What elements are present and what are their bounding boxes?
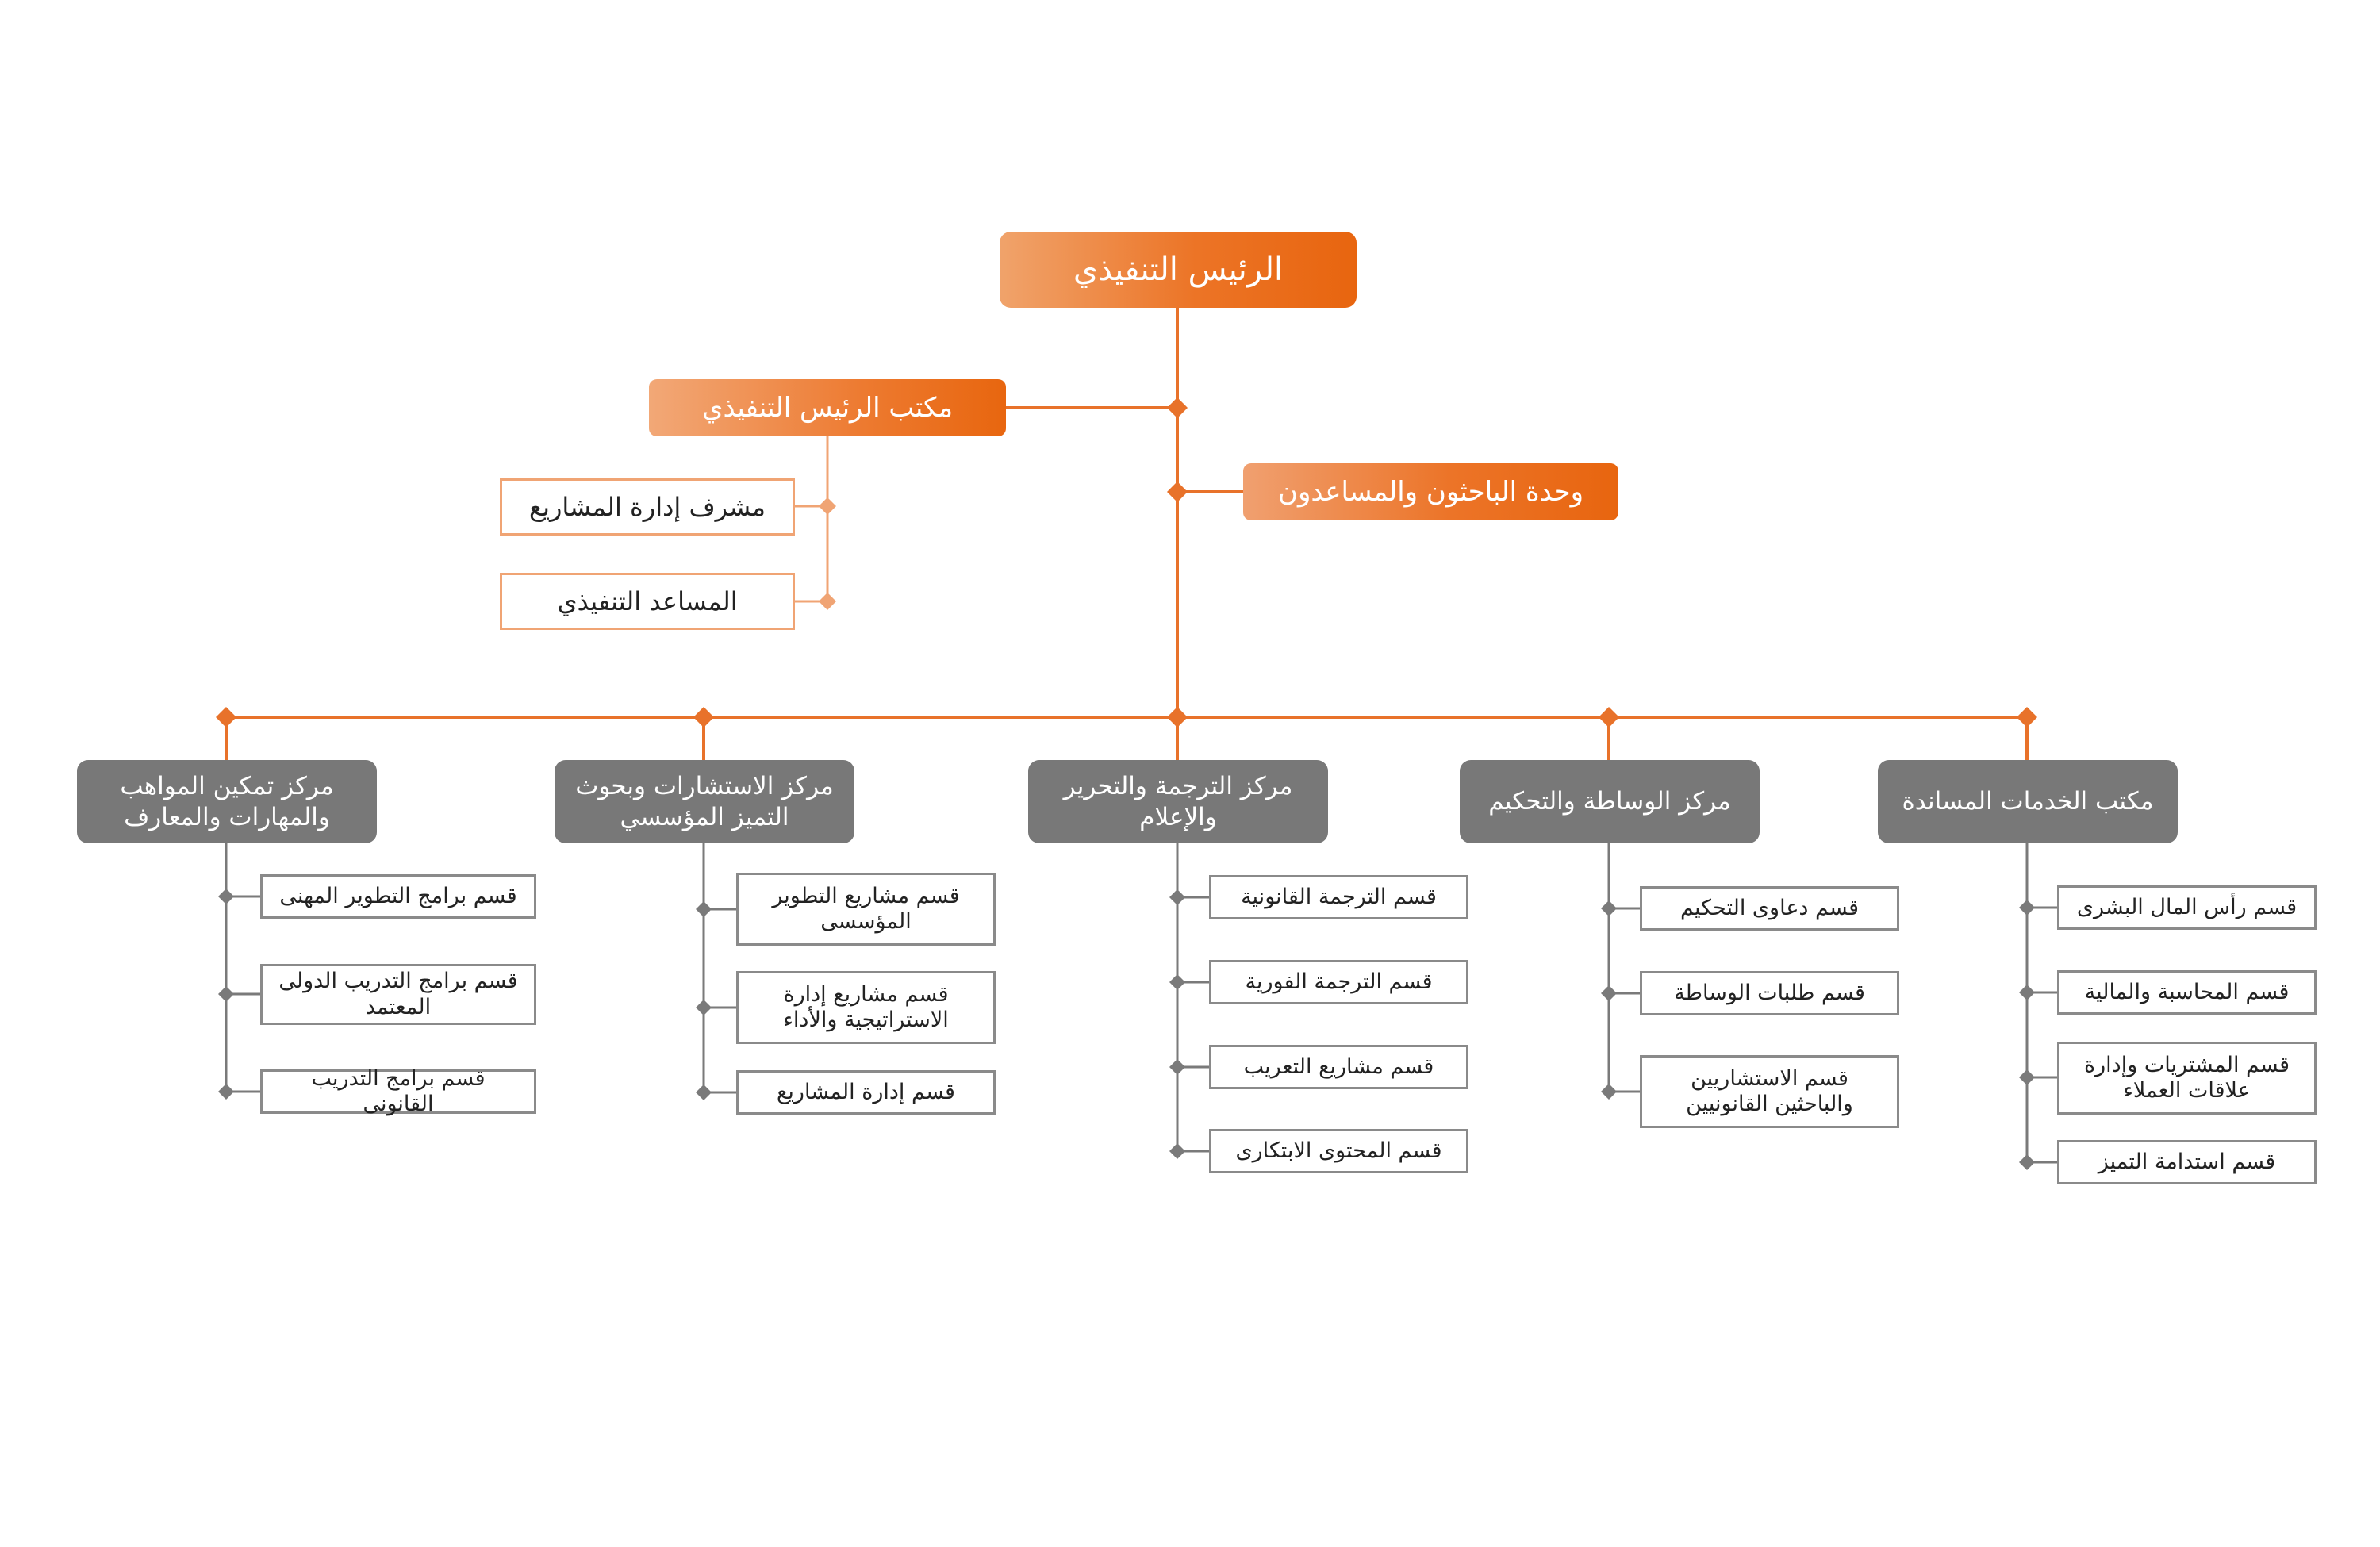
center-box: مركز الوساطة والتحكيم	[1460, 760, 1760, 843]
department-box: قسم برامج التدريب القانونى	[260, 1066, 536, 1116]
researchers-unit-box: وحدة الباحثون والمساعدون	[1243, 463, 1618, 520]
ceo-office-unit-box: المساعد التنفيذي	[500, 573, 795, 630]
center-label: مركز الوساطة والتحكيم	[1488, 787, 1731, 816]
department-box: قسم دعاوى التحكيم	[1640, 886, 1899, 931]
ceo-label: الرئيس التنفيذي	[1073, 251, 1284, 288]
department-label: قسم برامج التدريب القانونى	[311, 1065, 486, 1116]
department-box: قسم مشاريع التطوير المؤسسى	[736, 873, 996, 946]
department-box: قسم مشاريع إدارة الاستراتيجية والأداء	[736, 971, 996, 1044]
department-box: قسم الترجمة القانونية	[1209, 875, 1468, 919]
department-label: قسم الترجمة القانونية	[1241, 884, 1437, 909]
department-box: قسم المشتريات وإدارة علاقات العملاء	[2057, 1042, 2317, 1115]
department-box: قسم الترجمة الفورية	[1209, 960, 1468, 1004]
department-box: قسم برامج التطوير المهنى	[260, 874, 536, 919]
department-label: قسم طلبات الوساطة	[1674, 980, 1865, 1005]
department-label: قسم المشتريات وإدارة علاقات العملاء	[2083, 1052, 2290, 1103]
department-label: قسم مشاريع التعريب	[1243, 1054, 1434, 1079]
center-label: مركز تمكين المواهب والمهارات والمعارف	[120, 771, 334, 831]
center-label: مكتب الخدمات المساندة	[1902, 787, 2154, 816]
department-label: قسم مشاريع إدارة الاستراتيجية والأداء	[783, 981, 949, 1032]
ceo-office-box: مكتب الرئيس التنفيذي	[649, 379, 1006, 436]
department-box: قسم استدامة التميز	[2057, 1140, 2317, 1184]
ceo-box: الرئيس التنفيذي	[1000, 232, 1357, 308]
department-label: قسم برامج التدريب الدولى المعتمد	[278, 969, 518, 1019]
center-box: مكتب الخدمات المساندة	[1878, 760, 2178, 843]
department-label: قسم المحتوى الابتكارى	[1235, 1138, 1442, 1163]
department-label: قسم مشاريع التطوير المؤسسى	[772, 883, 960, 934]
department-box: قسم طلبات الوساطة	[1640, 971, 1899, 1015]
department-label: قسم الاستشاريين والباحثين القانونيين	[1686, 1065, 1853, 1116]
department-box: قسم المحتوى الابتكارى	[1209, 1129, 1468, 1173]
center-box: مركز الترجمة والتحرير والإعلام	[1028, 760, 1328, 843]
researchers-unit-label: وحدة الباحثون والمساعدون	[1277, 476, 1584, 508]
department-box: قسم رأس المال البشرى	[2057, 885, 2317, 930]
center-label: مركز الاستشارات وبحوث التميز المؤسسي	[575, 771, 834, 831]
department-box: قسم مشاريع التعريب	[1209, 1045, 1468, 1089]
department-label: قسم الترجمة الفورية	[1245, 969, 1433, 994]
department-label: قسم استدامة التميز	[2098, 1149, 2276, 1174]
department-box: قسم الاستشاريين والباحثين القانونيين	[1640, 1055, 1899, 1128]
ceo-office-unit-box: مشرف إدارة المشاريع	[500, 478, 795, 536]
center-box: مركز تمكين المواهب والمهارات والمعارف	[77, 760, 377, 843]
ceo-office-label: مكتب الرئيس التنفيذي	[701, 392, 954, 424]
department-label: قسم رأس المال البشرى	[2076, 894, 2297, 919]
department-box: قسم المحاسبة والمالية	[2057, 970, 2317, 1015]
department-label: قسم المحاسبة والمالية	[2084, 979, 2290, 1004]
center-label: مركز الترجمة والتحرير والإعلام	[1063, 771, 1293, 831]
department-label: قسم دعاوى التحكيم	[1680, 895, 1859, 920]
ceo-office-unit-label: المساعد التنفيذي	[557, 586, 738, 616]
center-box: مركز الاستشارات وبحوث التميز المؤسسي	[555, 760, 854, 843]
ceo-office-unit-label: مشرف إدارة المشاريع	[529, 492, 766, 522]
department-label: قسم إدارة المشاريع	[777, 1079, 955, 1104]
department-label: قسم برامج التطوير المهنى	[279, 883, 517, 908]
department-box: قسم برامج التدريب الدولى المعتمد	[260, 964, 536, 1025]
department-box: قسم إدارة المشاريع	[736, 1070, 996, 1115]
